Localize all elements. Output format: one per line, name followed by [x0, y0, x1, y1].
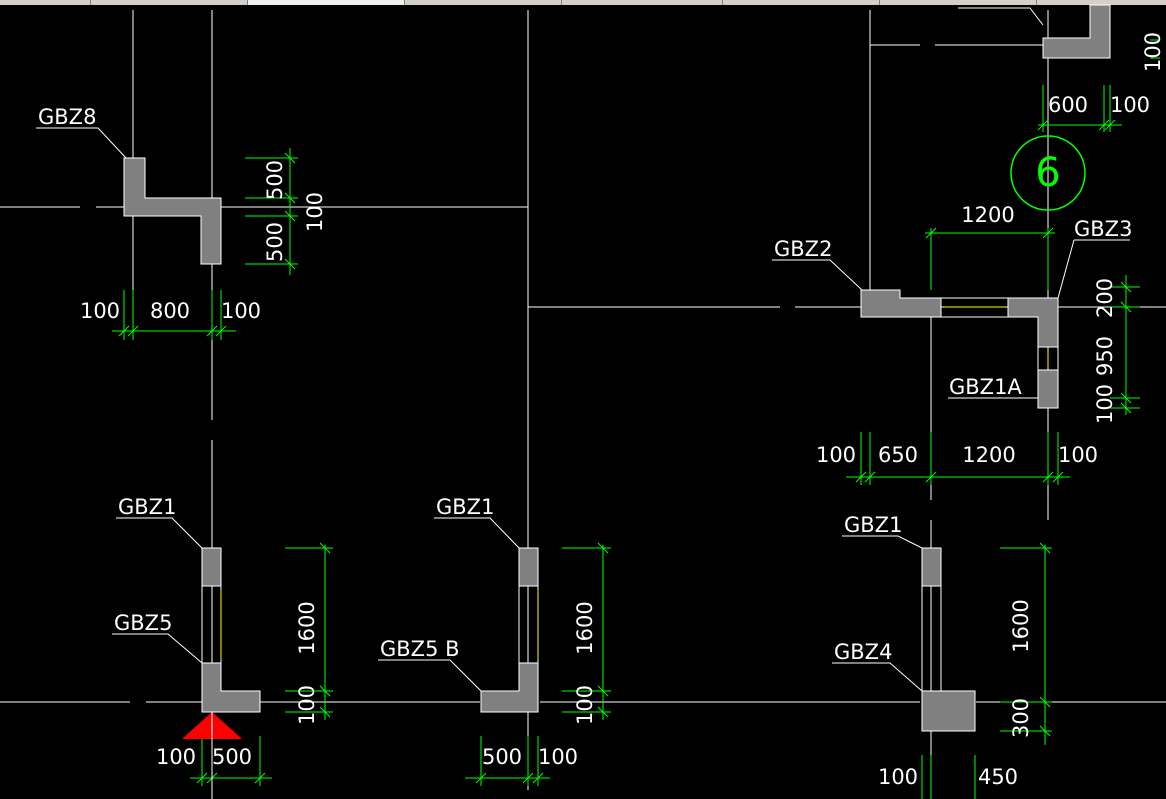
dim-text-d11: 200 — [1093, 278, 1117, 318]
label-gbz1a[interactable]: GBZ1A — [949, 375, 1022, 399]
dim-text-d3: 100 — [303, 192, 327, 232]
window-tab-strip — [0, 0, 1166, 5]
dim-text-d20: 100 — [156, 745, 196, 769]
dim-text-d17: 100 — [1058, 443, 1098, 467]
gbz5b-column[interactable] — [480, 662, 539, 713]
dim-text-d14: 100 — [816, 443, 856, 467]
wall-openings — [201, 297, 1059, 692]
dim-text-d7: 600 — [1048, 93, 1088, 117]
label-gbz2[interactable]: GBZ2 — [774, 237, 832, 261]
label-gbz1-mid[interactable]: GBZ1 — [436, 495, 494, 519]
dim-text-d25: 100 — [538, 745, 578, 769]
dim-text-d26: 1600 — [1009, 599, 1033, 652]
gbz4-column[interactable] — [921, 690, 976, 732]
leader-lines — [36, 7, 1130, 692]
dim-text-d22: 1600 — [573, 601, 597, 654]
gbz8-column[interactable] — [123, 157, 222, 265]
axis-bubble-number: 6 — [1035, 150, 1060, 196]
opening-gbz2-gbz3 — [940, 297, 1009, 318]
dim-text-d21: 500 — [212, 745, 252, 769]
tab-3[interactable] — [248, 0, 405, 5]
dim-text-d28: 100 — [878, 765, 918, 789]
dim-text-d9: 100 — [1141, 32, 1165, 72]
dim-text-d8: 100 — [1110, 93, 1150, 117]
label-gbz3[interactable]: GBZ3 — [1074, 217, 1132, 241]
opening-gbz3-gbz1a — [1037, 346, 1059, 371]
gbz3-column[interactable] — [1007, 297, 1059, 348]
tab-7[interactable] — [880, 0, 1037, 5]
tab-2[interactable] — [91, 0, 248, 5]
tab-4[interactable] — [405, 0, 562, 5]
label-gbz4[interactable]: GBZ4 — [834, 640, 892, 664]
tab-5[interactable] — [562, 0, 723, 5]
wall-columns — [123, 4, 1111, 732]
tab-6[interactable] — [723, 0, 880, 5]
dim-text-d27: 300 — [1009, 698, 1033, 738]
axis-bubble-circle[interactable] — [1010, 135, 1086, 211]
dim-text-d4: 100 — [80, 299, 120, 323]
label-gbz5[interactable]: GBZ5 — [114, 611, 172, 635]
label-gbz8[interactable]: GBZ8 — [38, 105, 96, 129]
dim-text-d24: 500 — [482, 745, 522, 769]
gbz1-left-column[interactable] — [201, 547, 222, 587]
dim-text-d2: 500 — [263, 222, 287, 262]
tab-1[interactable] — [0, 0, 91, 5]
opening-right — [921, 585, 942, 692]
dim-text-d13: 100 — [1093, 384, 1117, 424]
component-labels: GBZ8 GBZ2 GBZ3 GBZ1A GBZ1 GBZ5 GBZ1 GBZ5… — [38, 105, 1132, 664]
dim-text-d10: 1200 — [961, 203, 1014, 227]
dim-text-d19: 100 — [295, 685, 319, 725]
dim-text-d6: 100 — [221, 299, 261, 323]
top-right-column[interactable] — [1042, 4, 1111, 59]
axis-lines — [0, 10, 1166, 799]
dim-text-d16: 1200 — [962, 443, 1015, 467]
label-gbz1-left[interactable]: GBZ1 — [118, 495, 176, 519]
dim-text-d18: 1600 — [295, 601, 319, 654]
dimension-text: 500 500 100 100 800 100 600 100 100 1200… — [80, 32, 1165, 789]
gbz5-column[interactable] — [201, 662, 261, 713]
gbz1-mid-column[interactable] — [518, 547, 539, 587]
dim-text-d29: 450 — [978, 765, 1018, 789]
gbz1-right-column[interactable] — [921, 547, 942, 587]
label-gbz5b[interactable]: GBZ5 B — [380, 637, 460, 661]
label-gbz1-right[interactable]: GBZ1 — [844, 513, 902, 537]
dimension-lines — [112, 39, 1160, 799]
dim-text-d15: 650 — [878, 443, 918, 467]
dim-text-d5: 800 — [150, 299, 190, 323]
gbz1a-column[interactable] — [1037, 369, 1059, 409]
dim-text-d12: 950 — [1093, 336, 1117, 376]
gbz2-column[interactable] — [860, 289, 942, 318]
dim-text-d1: 500 — [263, 160, 287, 200]
dim-text-d23: 100 — [573, 685, 597, 725]
